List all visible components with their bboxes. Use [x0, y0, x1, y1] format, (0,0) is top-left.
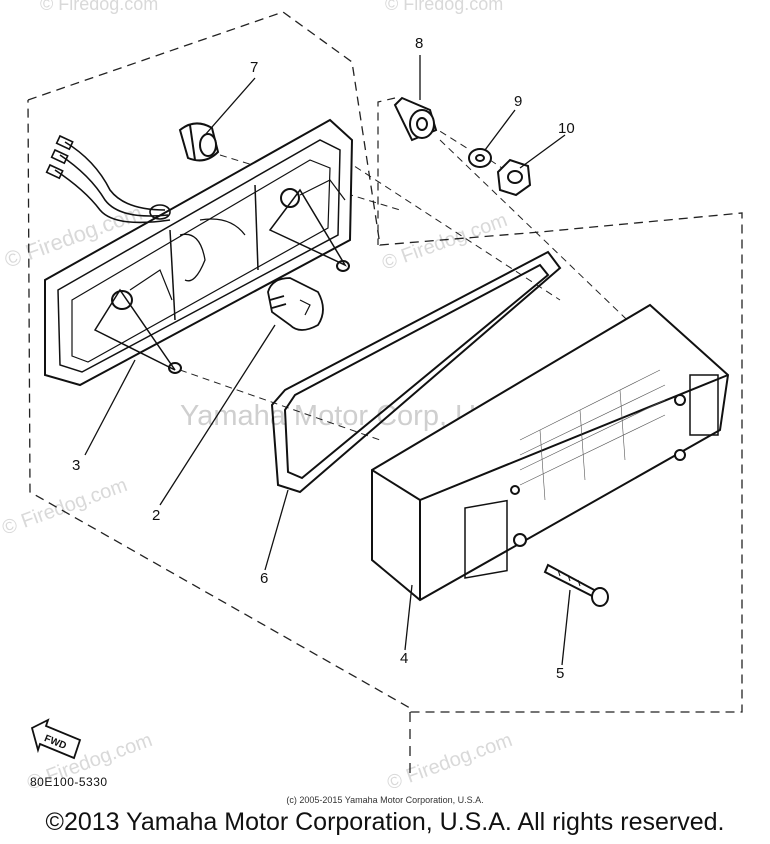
- watermark-site-8: © Firedog.com: [384, 729, 515, 795]
- watermark-site-5: © Firedog.com: [0, 474, 130, 540]
- callout-10: 10: [558, 120, 575, 137]
- assembly-boundary: [27, 11, 743, 713]
- gasket: [270, 250, 562, 494]
- grommet: [178, 122, 220, 162]
- callout-numbers: 7 8 9 10 3 2 6 4 5: [72, 35, 575, 682]
- watermark-site-4: © Firedog.com: [379, 209, 510, 275]
- callout-7: 7: [250, 59, 258, 76]
- screw: [543, 563, 609, 607]
- hardware-boundary: [377, 97, 396, 245]
- callout-4: 4: [400, 650, 408, 667]
- small-copyright: (c) 2005-2015 Yamaha Motor Corporation, …: [286, 795, 484, 805]
- spacer-collar: [393, 96, 438, 142]
- callout-9: 9: [514, 93, 522, 110]
- watermark-site-2: © Firedog.com: [385, 0, 503, 14]
- wire-harness: [45, 134, 171, 224]
- footer-copyright: ©2013 Yamaha Motor Corporation, U.S.A. A…: [45, 808, 725, 836]
- nut: [496, 158, 532, 197]
- callout-6: 6: [260, 570, 268, 587]
- taillight-base-housing: [44, 118, 354, 387]
- washer: [468, 148, 492, 168]
- callout-5: 5: [556, 665, 564, 682]
- bulb: [267, 277, 324, 331]
- callout-3: 3: [72, 457, 80, 474]
- watermark-site-1: © Firedog.com: [40, 0, 158, 14]
- callout-2: 2: [152, 507, 160, 524]
- leader-lines: [84, 55, 571, 666]
- callout-8: 8: [415, 35, 423, 52]
- part-code: 80E100-5330: [30, 775, 108, 789]
- watermarks: © Firedog.com © Firedog.com © Firedog.co…: [0, 0, 539, 795]
- taillight-lens: [371, 303, 730, 602]
- fwd-arrow-icon: FWD: [30, 718, 82, 760]
